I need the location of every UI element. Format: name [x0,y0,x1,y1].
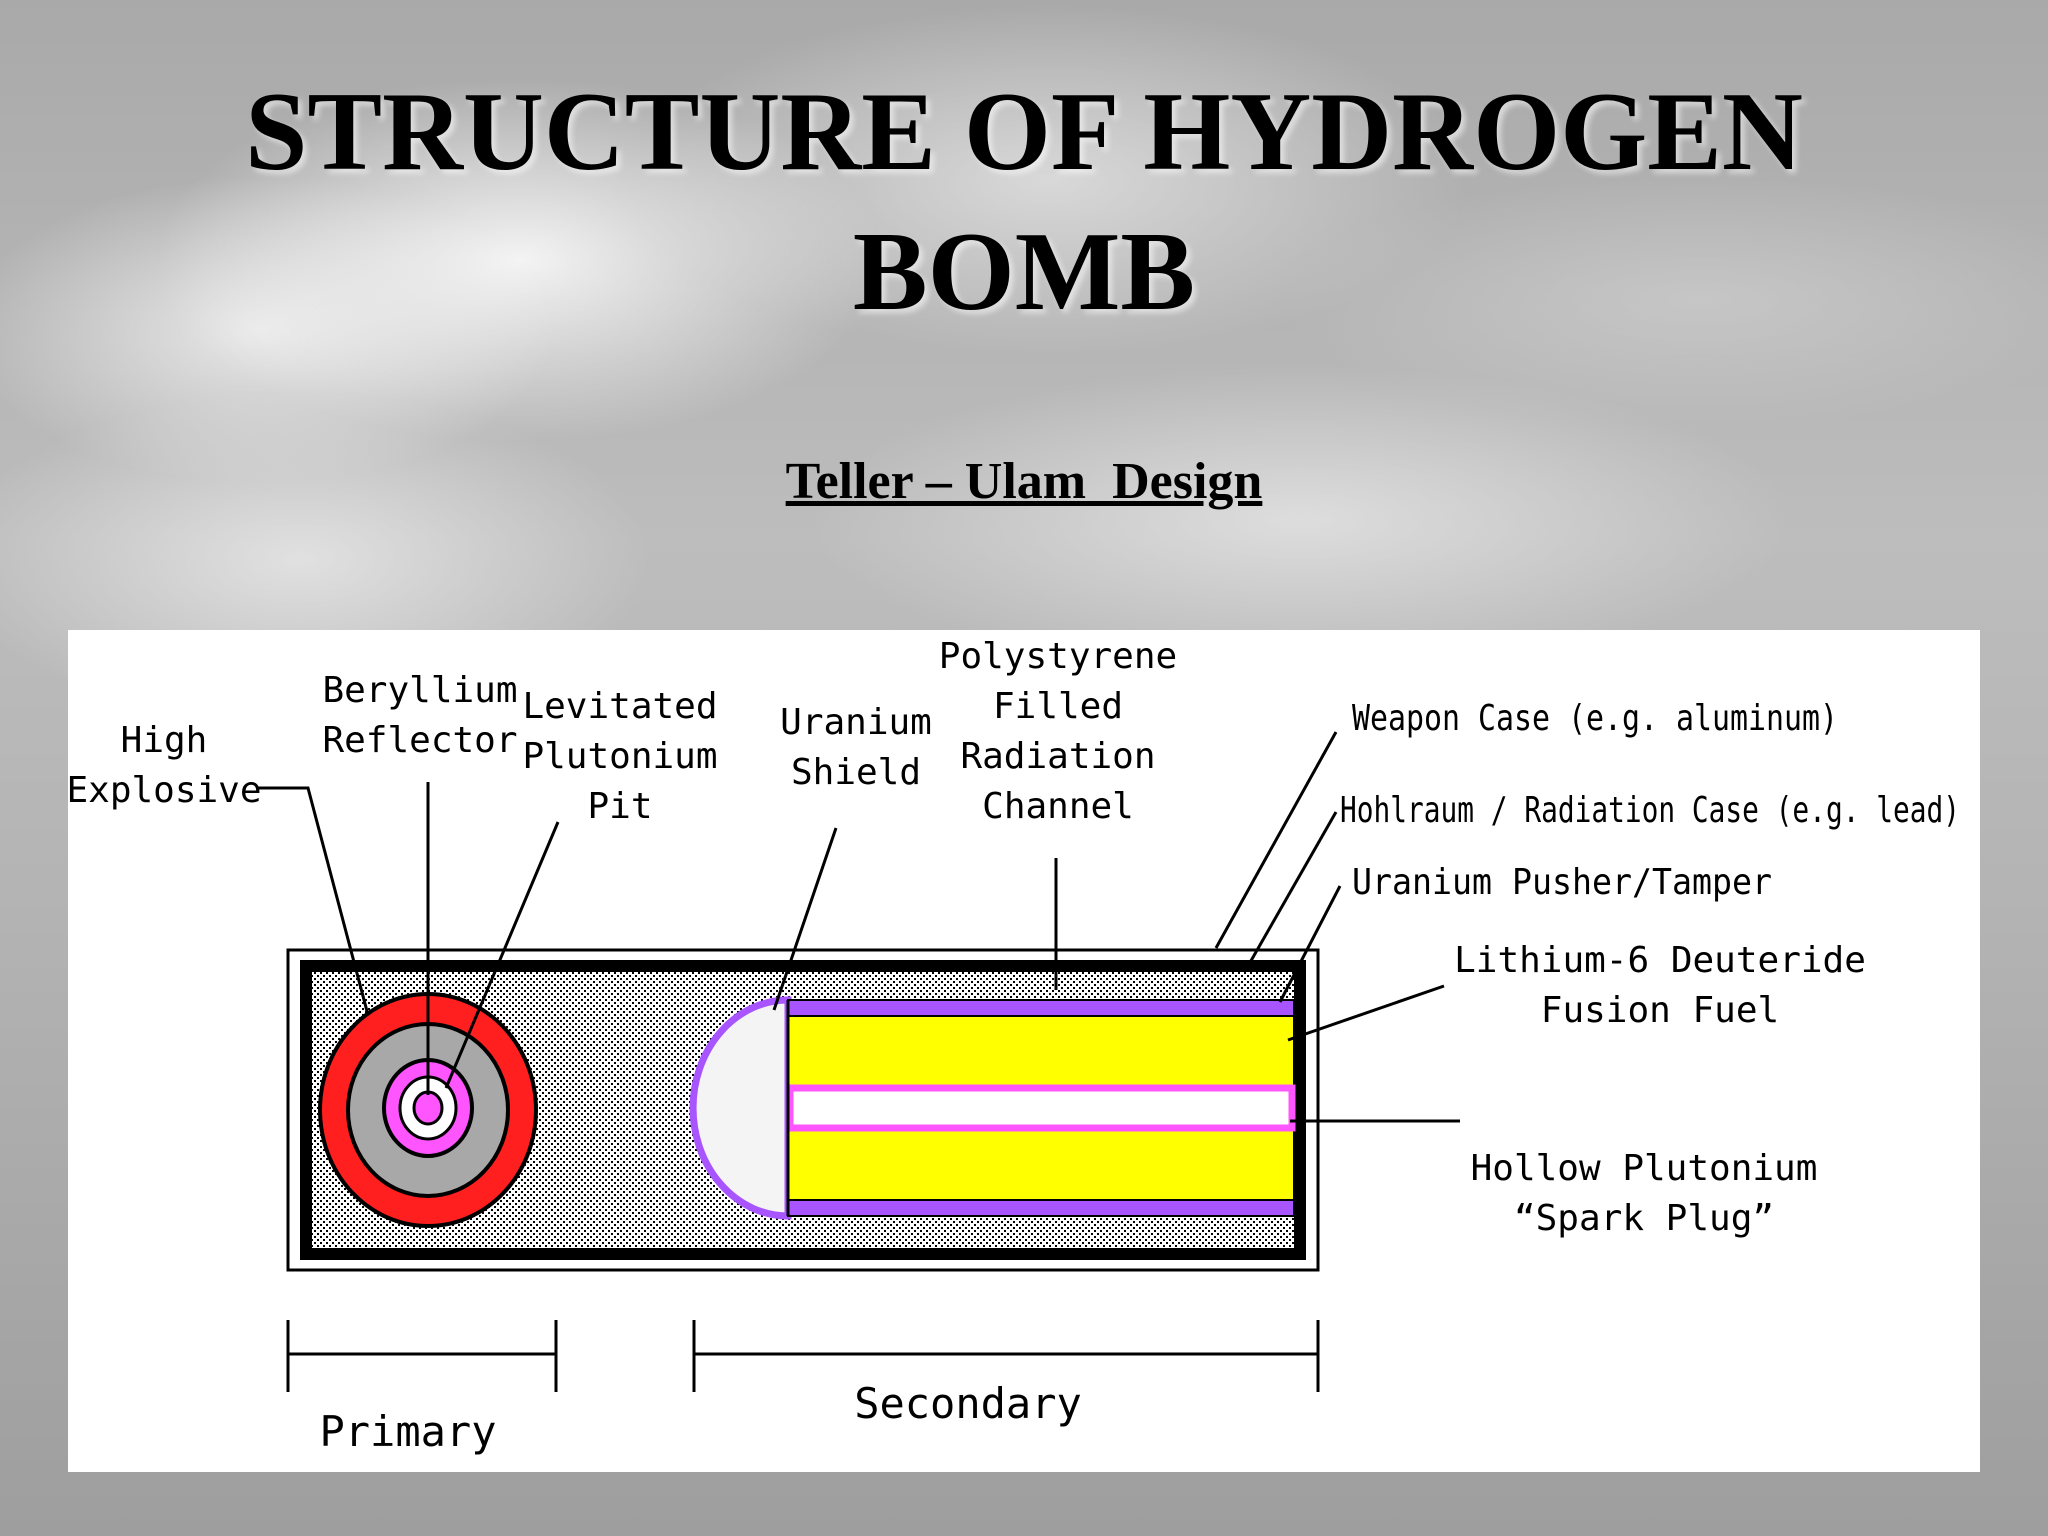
title-line-2: BOMB [852,210,1196,334]
label-hohlraum: Hohlraum / Radiation Case (e.g. lead) [1340,790,1960,831]
scale-brackets [286,1320,1320,1392]
label-spark-2: “Spark Plug” [1514,1198,1774,1239]
slide-subtitle: Teller – Ulam Design [785,453,1263,510]
label-spark-1: Hollow Plutonium [1471,1148,1818,1189]
leader-pusher [1278,885,1342,1003]
uranium-shield [689,996,792,1220]
leader-lithium [1287,984,1445,1042]
label-shield-1: Uranium [780,702,932,743]
label-polystyrene-1: Polystyrene [939,636,1177,677]
label-primary: Primary [319,1407,496,1456]
label-levitated-1: Levitated [522,686,717,727]
label-polystyrene-2: Filled [993,686,1123,727]
label-polystyrene-4: Channel [982,786,1134,827]
leader-shield [772,827,838,1011]
label-shield-2: Shield [791,752,921,793]
leader-pit [444,821,560,1089]
spark-plug [786,1084,1296,1132]
label-polystyrene-3: Radiation [960,736,1155,777]
label-lithium-2: Fusion Fuel [1541,990,1779,1031]
title-line-1: STRUCTURE OF HYDROGEN [245,70,1803,194]
leader-hohlraum [1246,811,1338,967]
leader-weapon-case [1214,731,1338,949]
leader-lines [258,731,1460,1123]
label-high-explosive-2: Explosive [68,770,262,811]
label-beryllium-1: Beryllium [322,670,517,711]
diagram-panel: High Explosive Beryllium Reflector Levit… [66,630,1980,1472]
label-high-explosive-1: High [121,720,208,761]
label-lithium-1: Lithium-6 Deuteride [1454,940,1866,981]
label-beryllium-2: Reflector [322,720,517,761]
label-secondary: Secondary [854,1379,1082,1428]
slide-title: STRUCTURE OF HYDROGEN BOMB [0,62,2048,342]
label-levitated-2: Plutonium [522,736,717,777]
plutonium-pit-core [412,1090,444,1126]
label-levitated-3: Pit [587,786,652,827]
bomb-diagram: High Explosive Beryllium Reflector Levit… [66,636,1960,1456]
leader-high-explosive [258,786,370,1016]
label-pusher: Uranium Pusher/Tamper [1352,862,1772,903]
label-weapon-case: Weapon Case (e.g. aluminum) [1352,698,1838,739]
